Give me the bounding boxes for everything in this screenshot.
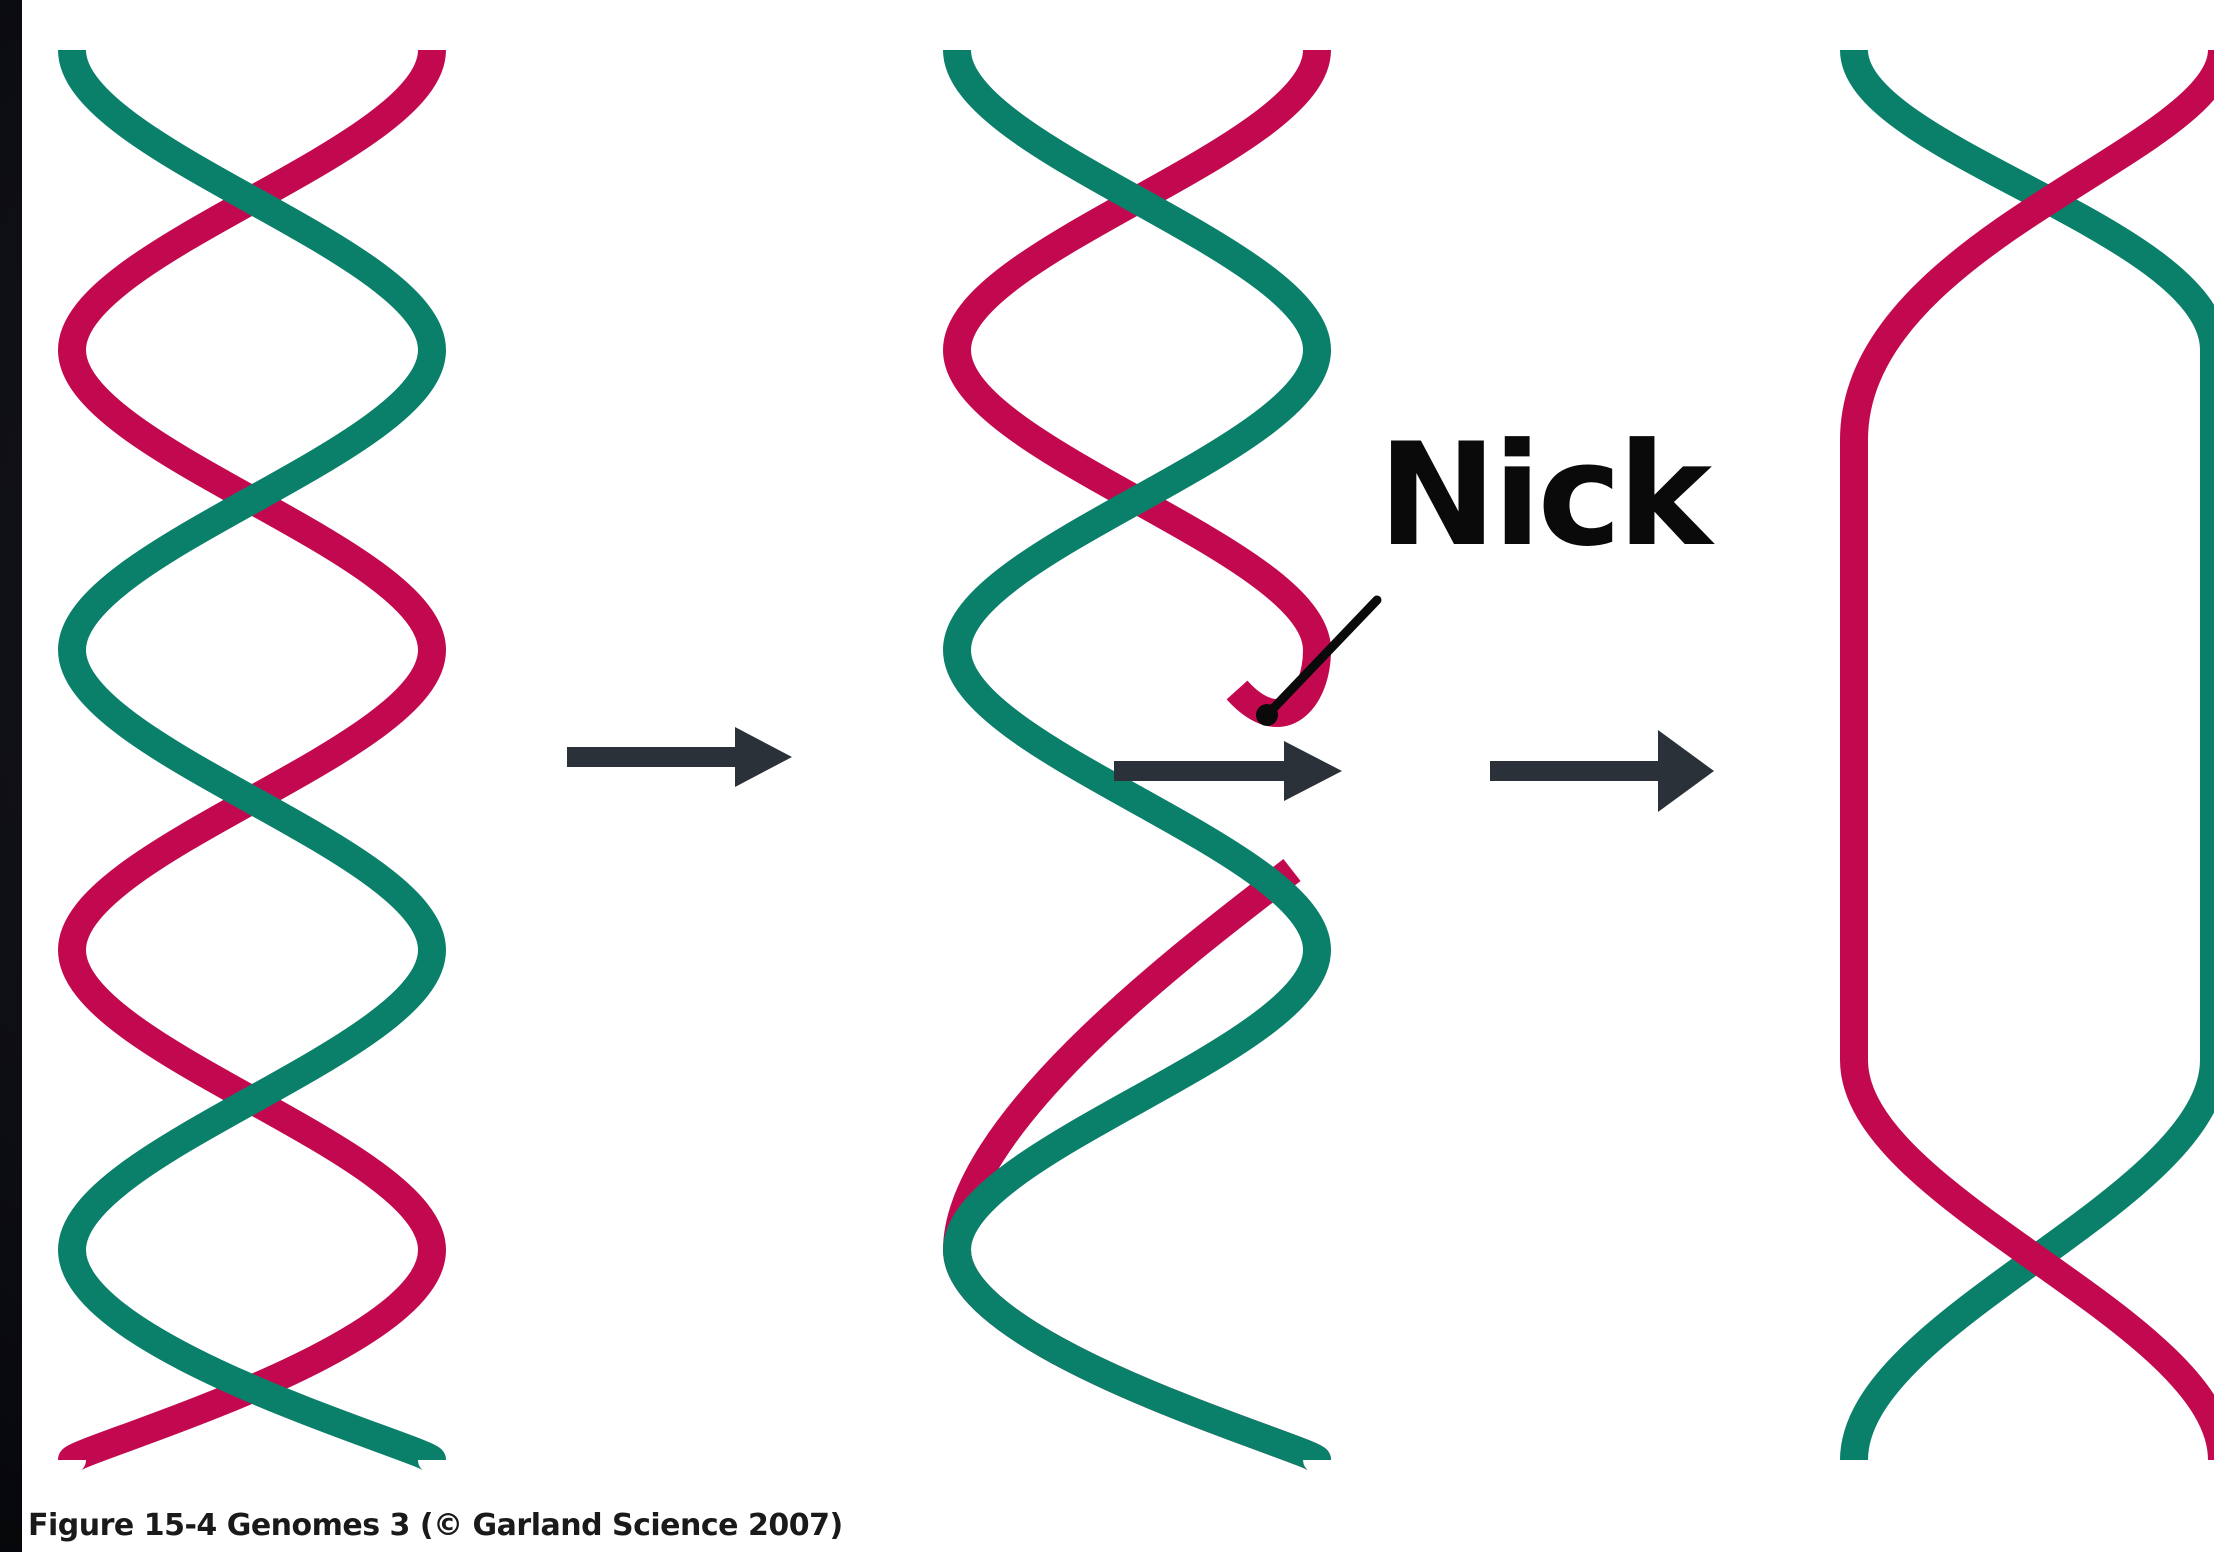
arrow-right-icon (1490, 730, 1714, 812)
helix-panel-intact (72, 50, 432, 1460)
helix-2-strand-two-upper (957, 50, 1317, 713)
figure-panel: Nick Figure 15-4 Genomes 3 (© Garland Sc… (22, 0, 2214, 1552)
figure-caption: Figure 15-4 Genomes 3 (© Garland Science… (28, 1508, 843, 1544)
helix-diagram (22, 0, 2214, 1552)
helix-panel-nicked (957, 50, 1317, 1460)
nick-label: Nick (1378, 425, 1708, 567)
arrow-right-icon (567, 727, 792, 787)
helix-panel-unwound (1854, 50, 2214, 1460)
